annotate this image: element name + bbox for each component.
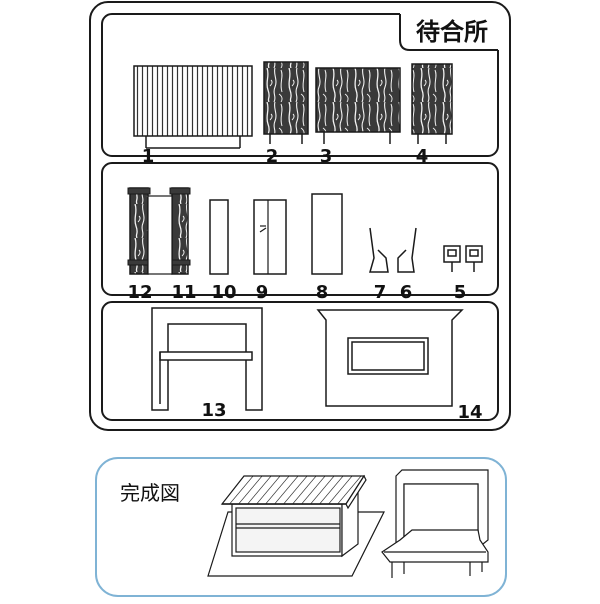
part-2-wood-panel (263, 61, 309, 144)
part-12-wood-pillar (127, 187, 151, 275)
part-label-3: 3 (320, 146, 333, 167)
completed-drawing: 完成図 (95, 457, 507, 597)
part-label-7: 7 (374, 282, 387, 303)
part-10-plate (209, 199, 229, 275)
sprue-outer-frame (89, 1, 511, 431)
title-label: 待合所 (416, 18, 488, 46)
part-label-14: 14 (457, 402, 482, 423)
part-label-10: 10 (211, 282, 236, 303)
part-label-11: 11 (171, 282, 196, 303)
completed-label: 完成図 (120, 481, 180, 505)
part-label-1: 1 (142, 146, 155, 167)
part-11-12-gap (147, 195, 173, 275)
part-14-window-panel (316, 309, 464, 407)
part-3-wood-panel (315, 67, 401, 144)
part-6-bench-leg (397, 227, 417, 273)
title-tab: 待合所 (399, 12, 500, 51)
part-9-door (253, 199, 287, 275)
sprue-row-3 (101, 301, 499, 421)
part-label-6: 6 (400, 282, 413, 303)
part-label-4: 4 (416, 146, 429, 167)
part-7-bench-leg (369, 227, 389, 273)
part-4-wood-panel (411, 63, 453, 144)
part-13-frame (151, 307, 263, 411)
part-labels: 1 2 3 4 5 6 7 8 9 10 11 12 13 14 (127, 146, 482, 423)
part-11-wood-pillar (169, 187, 191, 275)
part-1-back-wall (133, 65, 253, 149)
part-label-2: 2 (266, 146, 279, 167)
part-5-signs (443, 245, 483, 272)
part-label-8: 8 (316, 282, 329, 303)
part-label-13: 13 (201, 400, 226, 421)
sprue-row-2 (101, 162, 499, 296)
completed-shelter (207, 474, 385, 577)
part-label-5: 5 (454, 282, 467, 303)
sprue-row-1 (101, 13, 499, 157)
sprue-frame (89, 1, 511, 431)
part-label-9: 9 (256, 282, 269, 303)
part-label-12: 12 (127, 282, 152, 303)
part-8-plate (311, 193, 343, 275)
completed-bench (381, 469, 489, 578)
